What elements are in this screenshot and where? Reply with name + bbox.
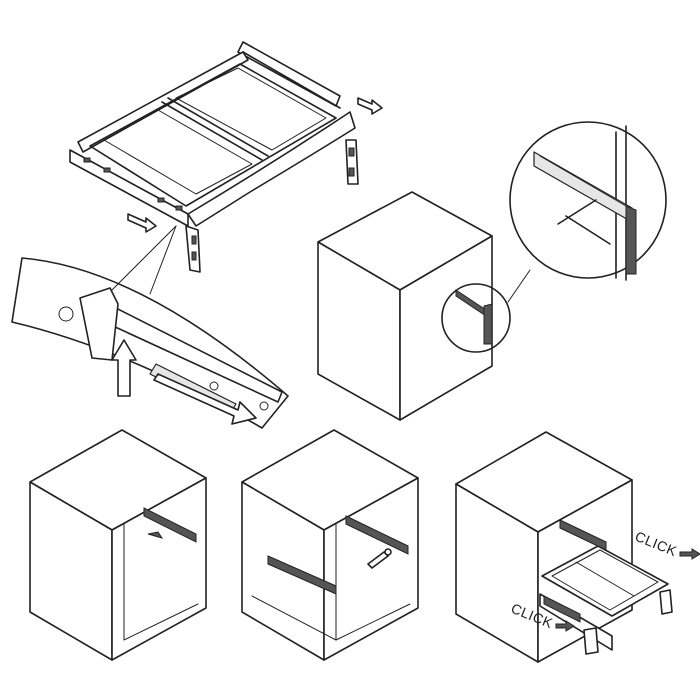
cabinet-step-3 xyxy=(241,429,419,661)
rail-profile xyxy=(533,151,633,223)
up-arrow xyxy=(111,339,137,397)
bracket-left xyxy=(185,225,201,273)
cabinet-step-2 xyxy=(29,429,207,661)
clip-detail-zoom xyxy=(11,225,289,429)
rail-hole-2 xyxy=(209,381,219,391)
rail-hole-3 xyxy=(259,401,269,411)
click-arrow-right xyxy=(679,548,700,560)
rail-right-wall xyxy=(345,515,409,555)
release-clip xyxy=(79,287,119,361)
pull-arrow xyxy=(357,97,383,115)
cabinet-step-4 xyxy=(455,431,700,663)
rail-left-cab xyxy=(143,507,197,543)
click-label-right: CLICK xyxy=(633,528,680,559)
push-arrow xyxy=(127,213,157,233)
runner-top xyxy=(237,41,341,107)
zoom-circle-large xyxy=(509,121,667,279)
rail-fixing-detail xyxy=(509,121,667,281)
bracket-right xyxy=(345,139,359,185)
zoom-frame xyxy=(11,257,289,429)
drawer-assembly xyxy=(69,41,383,273)
drawer-frame xyxy=(541,545,669,617)
drawer-front-panel xyxy=(187,111,356,227)
zoom-circle-small xyxy=(441,283,511,353)
rail-left-wall xyxy=(267,555,337,595)
cabinet-step-1 xyxy=(317,191,531,421)
rail-hole-1 xyxy=(58,306,74,322)
screw xyxy=(367,551,389,569)
click-arrow-left xyxy=(555,620,575,632)
slide-arrow xyxy=(153,373,257,425)
